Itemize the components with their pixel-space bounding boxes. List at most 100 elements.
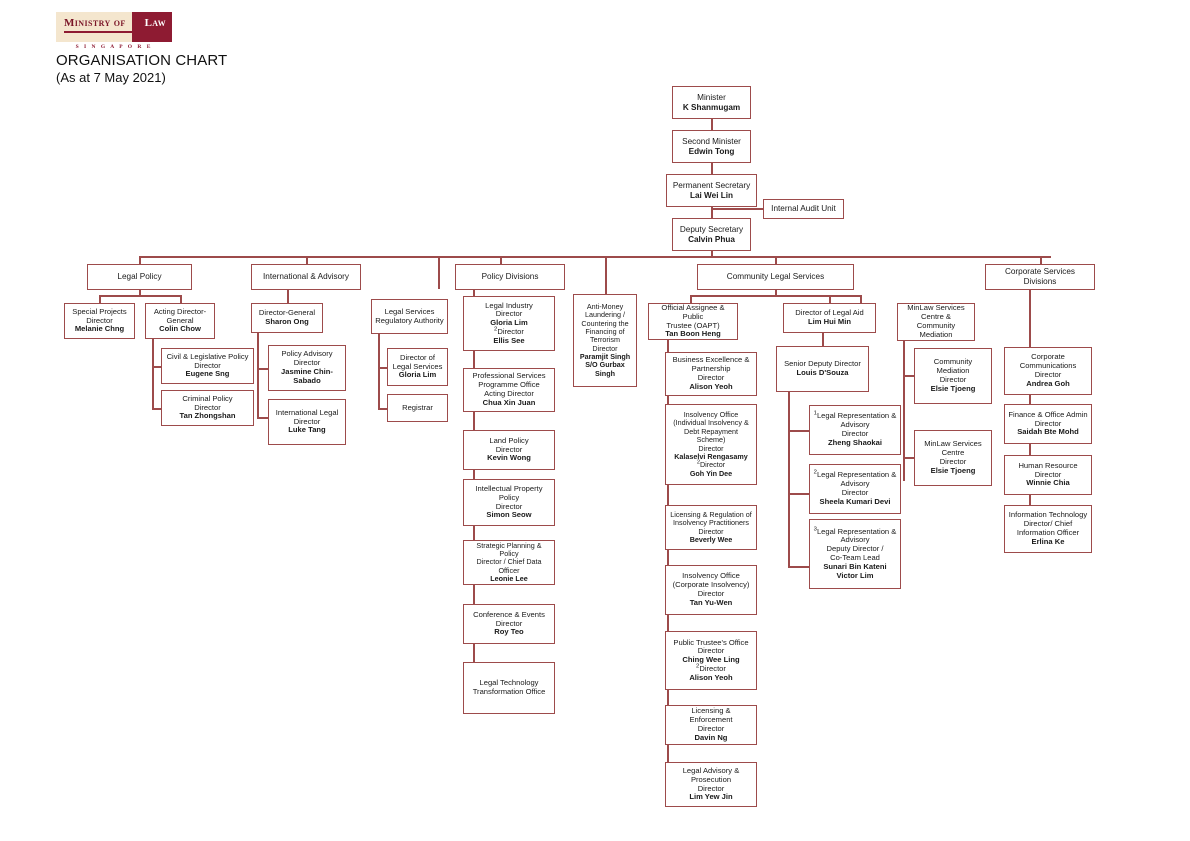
lra3-unit-text: Legal Representation & [816,526,897,536]
connector-ps-to-ds [711,207,713,218]
node-civil-legislative-policy[interactable]: Civil & Legislative Policy Director Euge… [161,348,254,384]
node-director-of-legal-services[interactable]: Director of Legal Services Gloria Lim [387,348,448,386]
node-legal-advisory-prosecution[interactable]: Legal Advisory & Prosecution Director Li… [665,762,757,807]
lap-unit2: Prosecution [690,774,732,784]
ltto-unit2: Transformation Office [472,687,546,696]
international-legal-role: Director [293,416,321,426]
connector-bus-to-amlcft [605,256,607,294]
lra1-unit: 1Legal Representation & [813,411,897,421]
node-insolvency-office-corporate[interactable]: Insolvency Office (Corporate Insolvency)… [665,565,757,615]
node-second-minister[interactable]: Second Minister Edwin Tong [672,130,751,163]
lra1-name: Zheng Shaokai [827,437,882,447]
node-permanent-secretary[interactable]: Permanent Secretary Lai Wei Lin [666,174,757,207]
spp-unit: Strategic Planning & Policy [476,540,542,558]
division-international-advisory-label: International & Advisory [262,272,350,282]
node-registrar[interactable]: Registrar [387,394,448,422]
node-legal-representation-advisory-1[interactable]: 1Legal Representation & Advisory Directo… [809,405,901,455]
node-land-policy[interactable]: Land Policy Director Kevin Wong [463,430,555,470]
criminal-policy-unit: Criminal Policy [182,393,233,403]
lra1-unit-text: Legal Representation & [816,411,897,421]
node-director-of-legal-aid[interactable]: Director of Legal Aid Lim Hui Min [783,303,876,333]
node-legal-representation-advisory-3[interactable]: 3Legal Representation & Advisory Deputy … [809,519,901,589]
node-legal-industry[interactable]: Legal Industry Director Gloria Lim 2Dire… [463,296,555,351]
node-strategic-planning-policy[interactable]: Strategic Planning & Policy Director / C… [463,540,555,585]
ioi-unit3: Debt Repayment Scheme) [684,426,738,445]
conference-events-role: Director [495,618,523,628]
cm-role: Director [939,375,967,384]
node-minlaw-services-centre-community-mediation[interactable]: MinLaw Services Centre & Community Media… [897,303,975,341]
logo-rule [64,31,132,33]
node-acting-director-general-legal-policy[interactable]: Acting Director- General Colin Chow [145,303,215,339]
node-policy-advisory[interactable]: Policy Advisory Director Jasmine Chin- S… [268,345,346,391]
node-special-projects[interactable]: Special Projects Director Melanie Chng [64,303,135,339]
node-corporate-communications[interactable]: Corporate Communications Director Andrea… [1004,347,1092,395]
lra2-unit-text: Legal Representation & [816,470,897,480]
bep-name: Alison Yeoh [689,381,733,391]
node-finance-office-admin[interactable]: Finance & Office Admin Director Saidah B… [1004,404,1092,444]
page-title: ORGANISATION CHART [56,52,228,69]
it-role: Director/ Chief [1023,519,1073,529]
division-legal-policy[interactable]: Legal Policy [87,264,192,290]
pto-unit: Public Trustee's Office [673,637,749,647]
node-community-mediation[interactable]: Community Mediation Director Elsie Tjoen… [914,348,992,404]
land-policy-role: Director [495,444,523,454]
division-community-legal-services[interactable]: Community Legal Services [697,264,854,290]
node-intellectual-property-policy[interactable]: Intellectual Property Policy Director Si… [463,479,555,526]
connector-ia-dg-spine [257,333,259,417]
division-policy-divisions[interactable]: Policy Divisions [455,264,565,290]
node-insolvency-office-individual[interactable]: Insolvency Office (Individual Insolvency… [665,404,757,485]
node-deputy-secretary[interactable]: Deputy Secretary Calvin Phua [672,218,751,251]
msc-unit: MinLaw Services [924,439,982,449]
policy-advisory-name: Jasmine Chin- [281,367,333,376]
oapt-name: Tan Boon Heng [665,329,721,339]
node-legal-services-regulatory-authority[interactable]: Legal Services Regulatory Authority [371,299,448,334]
sdd-role: Senior Deputy Director [784,359,861,369]
ps-role: Permanent Secretary [672,180,751,190]
lsra-line2: Regulatory Authority [375,315,444,325]
connector-to-international-legal [257,417,269,419]
connector-dla-to-sdd [822,333,824,346]
connector-cls-to-minlaw-services [860,295,862,303]
node-professional-services-programme-office[interactable]: Professional Services Programme Office A… [463,368,555,412]
node-human-resource[interactable]: Human Resource Director Winnie Chia [1004,455,1092,495]
ioi-role2-text: Director [699,460,726,470]
pto-role2-text: Director [699,663,726,673]
connector-to-civil-legislative [152,366,162,368]
node-amlcft[interactable]: Anti-Money Laundering / Countering the F… [573,294,637,387]
node-legal-representation-advisory-2[interactable]: 2Legal Representation & Advisory Directo… [809,464,901,514]
ip-policy-role: Director [495,501,523,511]
division-corporate-services[interactable]: Corporate Services Divisions [985,264,1095,290]
node-licensing-enforcement[interactable]: Licensing & Enforcement Director Davin N… [665,705,757,745]
cm-unit: Community [933,357,973,367]
msc-role: Director [939,457,967,466]
node-minlaw-services-centre[interactable]: MinLaw Services Centre Director Elsie Tj… [914,430,992,486]
lrip-unit2: Insolvency Practitioners [673,518,749,528]
division-international-advisory[interactable]: International & Advisory [251,264,361,290]
node-business-excellence-partnership[interactable]: Business Excellence & Partnership Direct… [665,352,757,396]
node-criminal-policy[interactable]: Criminal Policy Director Tan Zhongshan [161,390,254,426]
division-community-legal-services-label: Community Legal Services [726,272,825,282]
lra3-name: Sunari Bin Kateni [823,561,887,571]
node-conference-events[interactable]: Conference & Events Director Roy Teo [463,604,555,644]
node-public-trustees-office[interactable]: Public Trustee's Office Director Ching W… [665,631,757,690]
pto-role2: 2Director [669,663,753,674]
node-international-legal[interactable]: International Legal Director Luke Tang [268,399,346,445]
node-minister[interactable]: Minister K Shanmugam [672,86,751,119]
civil-legislative-role: Director [194,360,221,370]
amlcft-name3: Singh [595,368,615,378]
node-oapt[interactable]: Official Assignee & Public Trustee (OAPT… [648,303,738,340]
ioi-role2-sup: 2 [696,459,700,466]
le-role: Director [697,724,725,733]
node-information-technology[interactable]: Information Technology Director/ Chief I… [1004,505,1092,553]
connector-bus-to-community-legal-services [775,256,777,264]
hr-unit: Human Resource [1018,460,1078,470]
node-licensing-regulation-insolvency-practitioners[interactable]: Licensing & Regulation of Insolvency Pra… [665,505,757,550]
node-senior-deputy-director-legal-aid[interactable]: Senior Deputy Director Louis D'Souza [776,346,869,392]
ioc-role: Director [697,589,725,598]
dls-line1: Director of [399,352,436,362]
node-director-general-international[interactable]: Director-General Sharon Ong [251,303,323,333]
node-legal-technology-transformation-office[interactable]: Legal Technology Transformation Office [463,662,555,714]
amlcft-line4: Financing of [585,326,625,336]
node-internal-audit-unit[interactable]: Internal Audit Unit [763,199,844,219]
connector-to-acting-dg [180,295,182,303]
